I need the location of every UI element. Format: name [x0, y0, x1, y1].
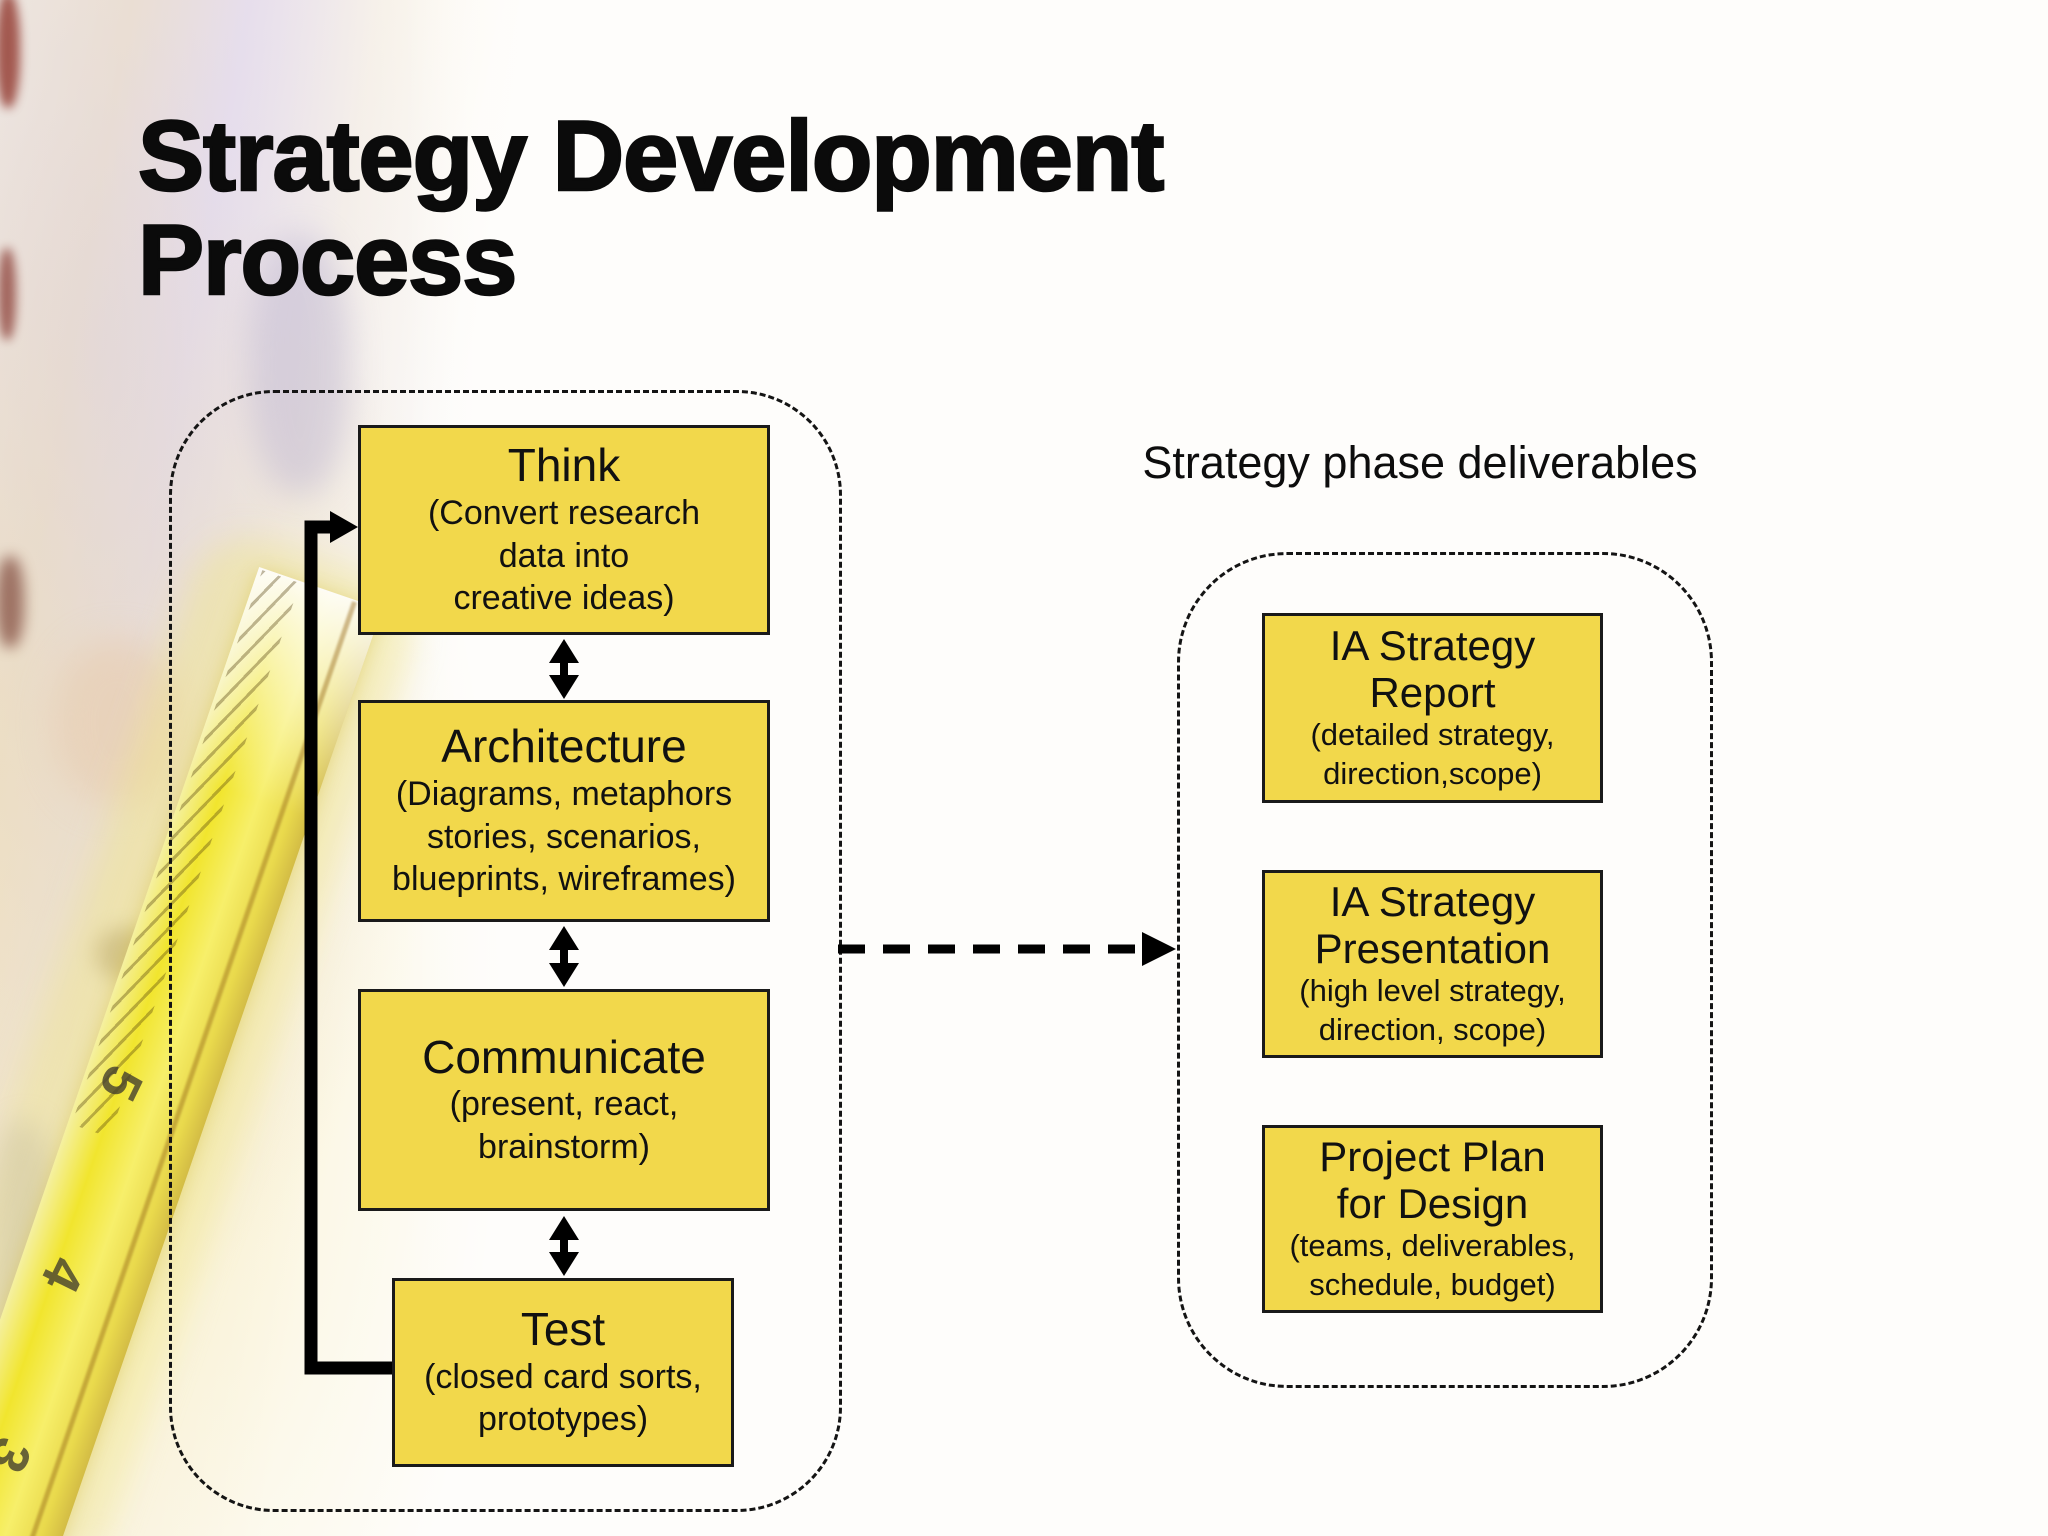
background-red-streak	[0, 248, 16, 340]
deliverables-group-outline	[1177, 552, 1713, 1388]
process-box-communicate: Communicate (present, react, brainstorm)	[358, 989, 770, 1211]
box-subtext: (Diagrams, metaphors stories, scenarios,…	[392, 775, 736, 898]
process-box-think: Think (Convert research data into creati…	[358, 425, 770, 635]
box-heading: IA Strategy Report	[1329, 622, 1536, 717]
box-heading: Communicate	[422, 1030, 706, 1083]
box-heading: Think	[507, 439, 621, 492]
box-heading: Project Plan for Design	[1319, 1133, 1546, 1228]
process-box-architecture: Architecture (Diagrams, metaphors storie…	[358, 700, 770, 922]
box-subtext: (high level strategy, direction, scope)	[1299, 973, 1566, 1048]
box-subtext: (teams, deliverables, schedule, budget)	[1289, 1228, 1576, 1303]
deliverable-box-ia-strategy-report: IA Strategy Report (detailed strategy, d…	[1262, 613, 1603, 803]
process-box-test: Test (closed card sorts, prototypes)	[392, 1278, 734, 1467]
box-subtext: (closed card sorts, prototypes)	[424, 1357, 702, 1439]
box-subtext: (detailed strategy, direction,scope)	[1310, 717, 1555, 792]
box-subtext: (present, react, brainstorm)	[449, 1085, 679, 1166]
tape-number: 3	[0, 1428, 44, 1482]
background-red-streak	[0, 0, 20, 108]
box-heading: Test	[520, 1303, 606, 1356]
slide-title: Strategy Development Process	[137, 100, 1166, 316]
tape-number: 4	[29, 1248, 97, 1302]
deliverable-box-project-plan: Project Plan for Design (teams, delivera…	[1262, 1125, 1603, 1313]
box-heading: Architecture	[441, 720, 687, 773]
background-maroon-blot	[0, 556, 24, 648]
background-peach-blur	[55, 640, 180, 805]
deliverables-connector-arrow	[838, 932, 1176, 966]
deliverables-label: Strategy phase deliverables	[1142, 437, 1698, 488]
box-subtext: (Convert research data into creative ide…	[427, 494, 701, 617]
deliverable-box-ia-strategy-presentation: IA Strategy Presentation (high level str…	[1262, 870, 1603, 1058]
box-heading: IA Strategy Presentation	[1314, 878, 1551, 973]
